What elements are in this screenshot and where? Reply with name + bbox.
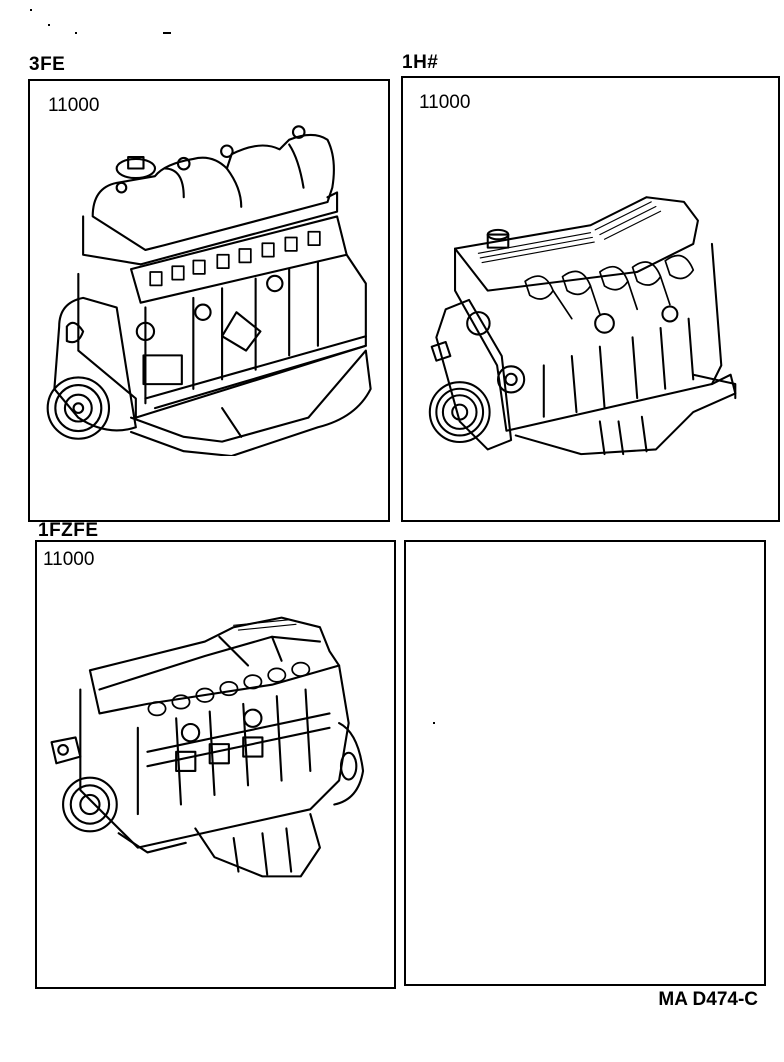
scan-speck: [48, 24, 50, 26]
engine-drawing-1fzfe: [50, 616, 365, 878]
engine-illustration-1h[interactable]: [413, 178, 768, 478]
engine-drawing-3fe: [46, 125, 372, 456]
scan-speck: [433, 722, 435, 724]
panel-1fzfe: 11000: [35, 540, 396, 989]
engine-illustration-1fzfe[interactable]: [42, 592, 387, 902]
engine-drawing-1h: [428, 196, 737, 456]
scan-speck: [30, 9, 32, 11]
panel-3fe: 11000: [28, 79, 390, 522]
part-number-1fzfe[interactable]: 11000: [43, 549, 95, 570]
part-number-3fe[interactable]: 11000: [48, 95, 100, 116]
scan-speck: [75, 32, 77, 34]
part-number-1h[interactable]: 11000: [419, 92, 471, 113]
panel-1h: 11000: [401, 76, 780, 522]
engine-label-1h: 1H#: [402, 52, 439, 73]
figure-code: MA D474-C: [658, 989, 758, 1010]
engine-label-1fzfe: 1FZFE: [38, 520, 99, 541]
scan-speck: [163, 32, 171, 34]
engine-illustration-3fe[interactable]: [40, 111, 385, 456]
panel-empty: [404, 540, 766, 986]
engine-label-3fe: 3FE: [29, 54, 66, 75]
